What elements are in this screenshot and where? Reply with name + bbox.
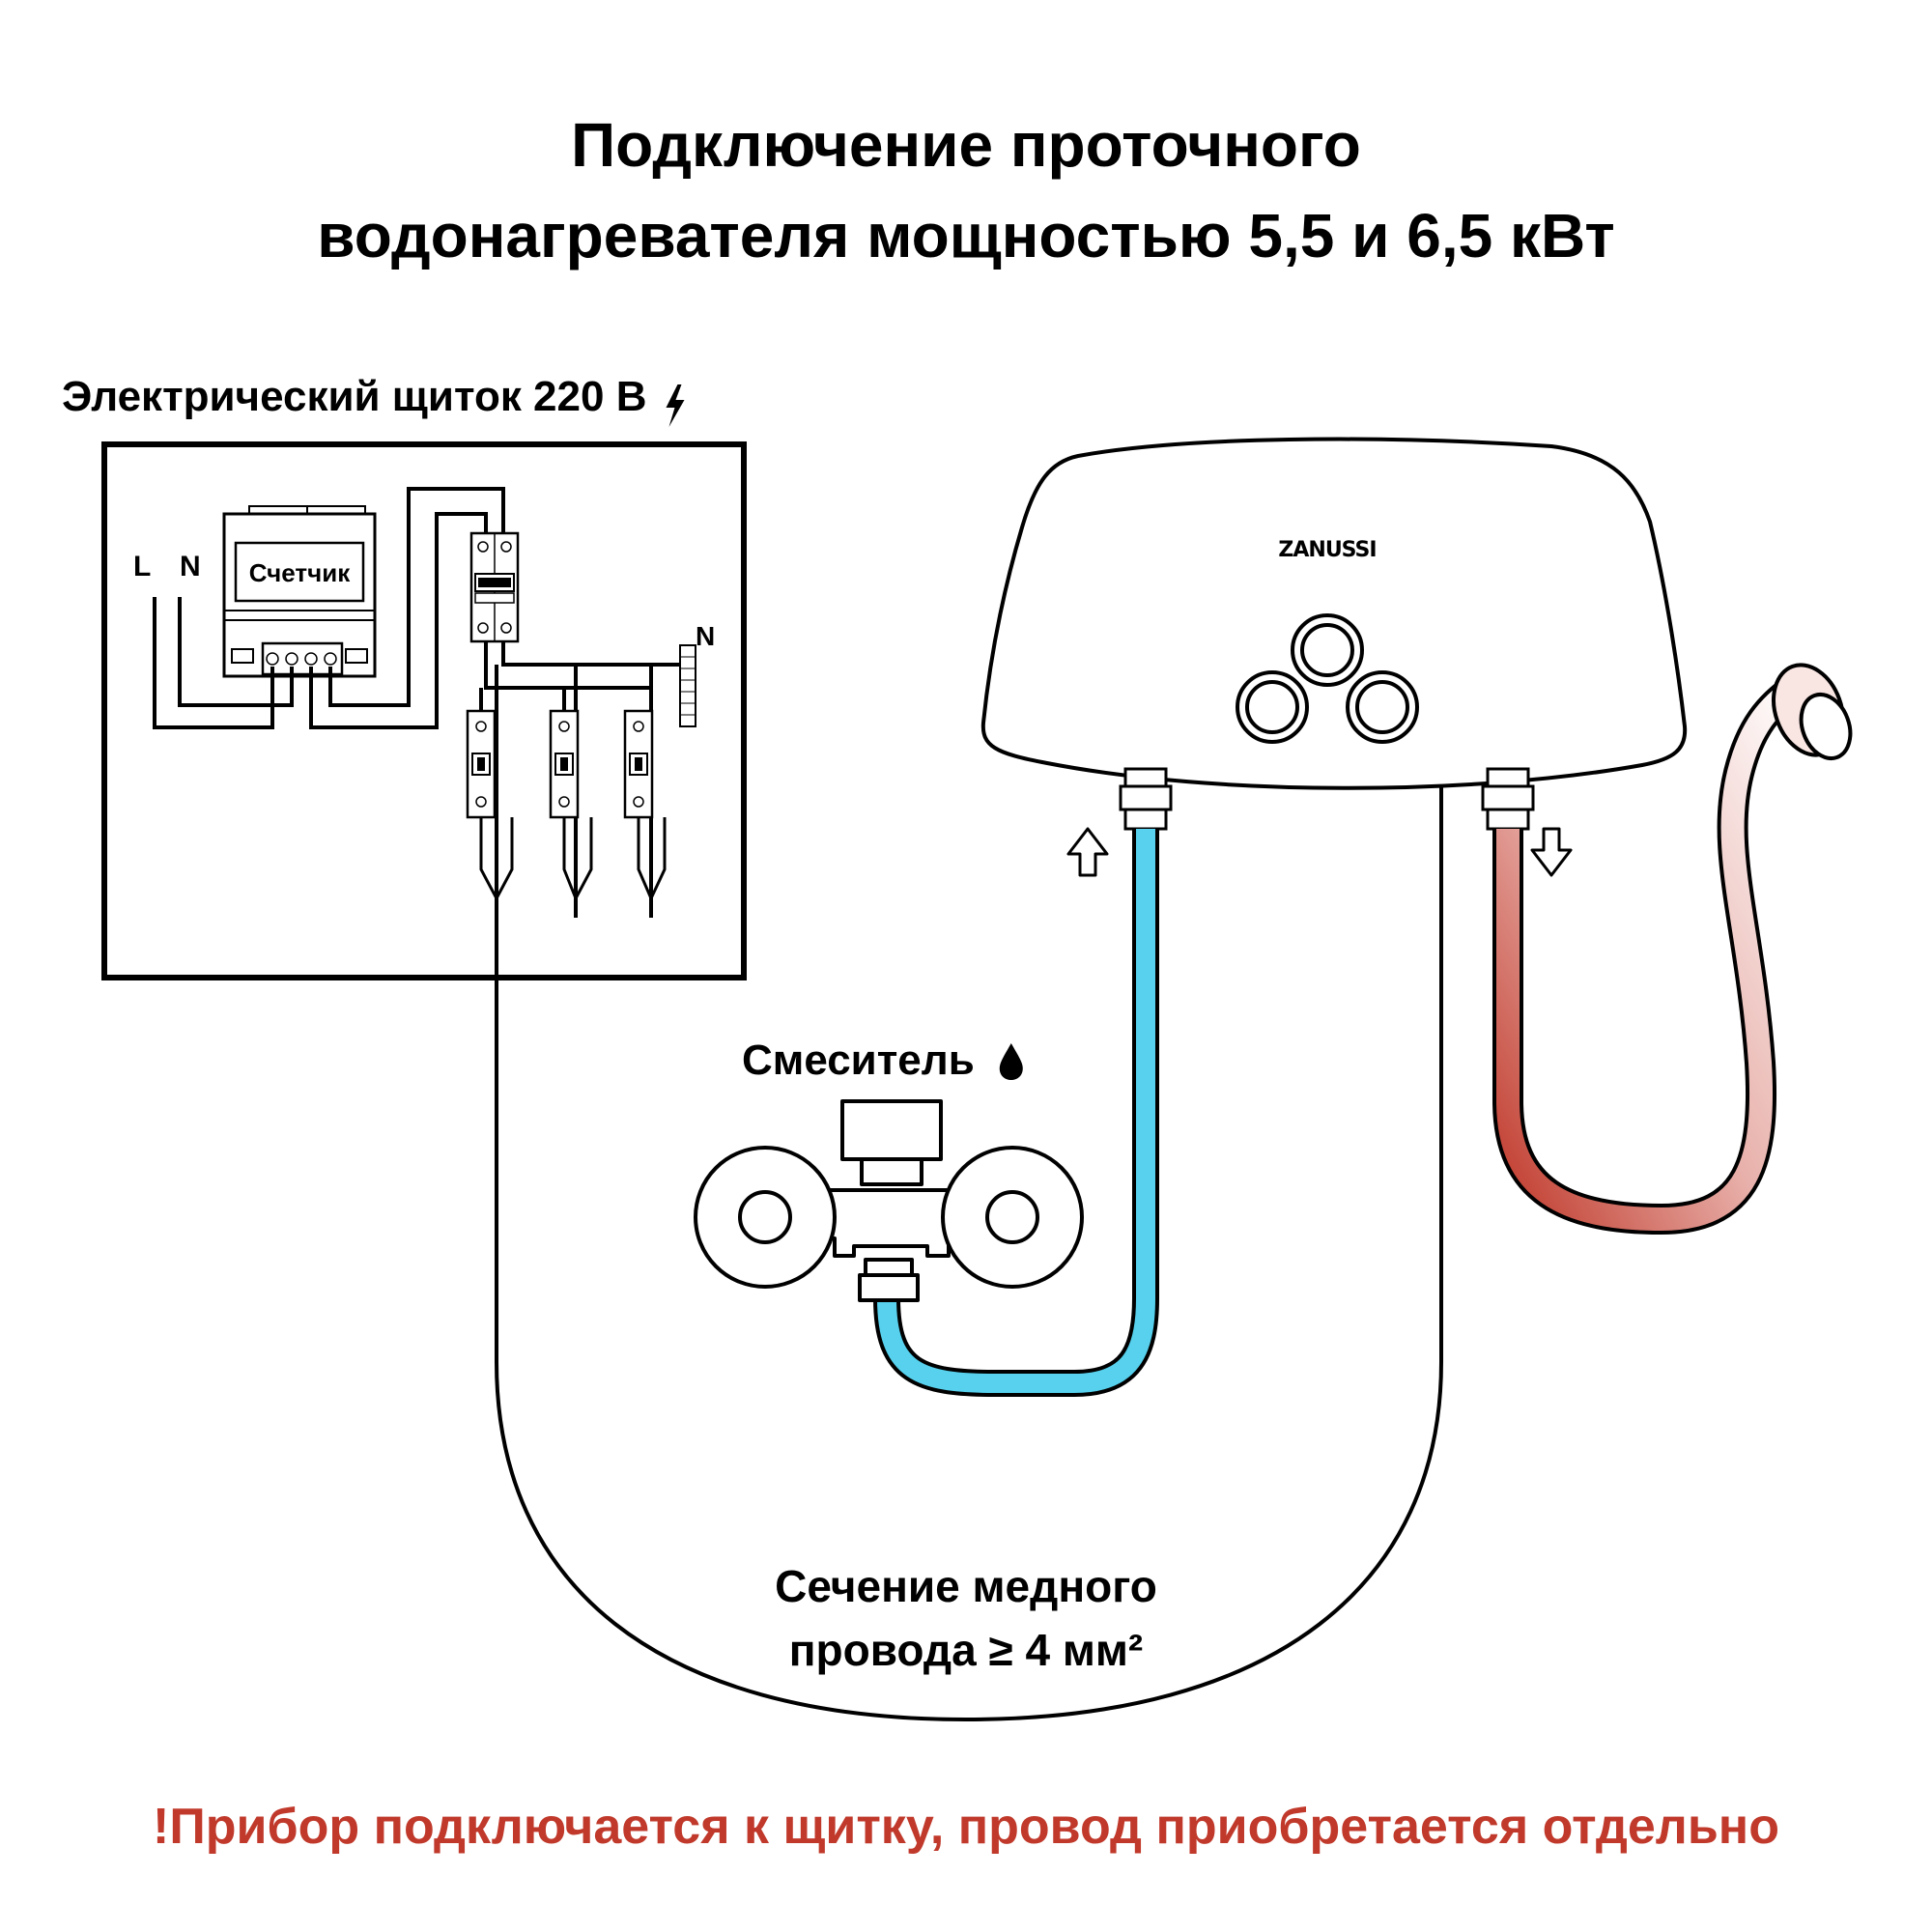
title-line-1: Подключение проточного: [571, 110, 1361, 180]
breaker-3: [623, 709, 654, 819]
heater-control-knobs: [1236, 613, 1419, 744]
shower-head-icon: [1772, 663, 1853, 760]
meter-label: Счетчик: [249, 558, 351, 587]
breaker-1: [466, 709, 497, 819]
neutral-label: N: [696, 621, 715, 651]
water-heater-body: [980, 437, 1688, 790]
input-label-l: L: [133, 551, 151, 582]
cable-section-line-2: провода ≥ 4 мм²: [789, 1625, 1143, 1675]
breaker-outputs: [479, 817, 667, 918]
mixer-spout-top: [840, 1099, 943, 1161]
electricity-meter: [222, 505, 377, 678]
hot-water-hose: [1492, 674, 1804, 1235]
lightning-icon: [666, 384, 685, 427]
neutral-bus-bar: [679, 644, 696, 727]
heater-cold-inlet-fitting: [1119, 767, 1173, 831]
cold-inflow-arrow-icon: [1066, 827, 1109, 877]
input-label-n: N: [180, 551, 201, 582]
water-drop-icon: [999, 1043, 1023, 1080]
mixer-label: Смеситель: [742, 1037, 975, 1084]
title-line-2: водонагревателя мощностью 5,5 и 6,5 кВт: [317, 201, 1614, 270]
warning-text: !Прибор подключается к щитку, провод при…: [153, 1799, 1779, 1855]
power-cable: [495, 787, 1443, 1722]
cold-water-hose: [873, 829, 1159, 1397]
hot-outflow-arrow-icon: [1530, 827, 1573, 877]
breaker-2: [549, 709, 580, 819]
cable-section-line-1: Сечение медного: [775, 1561, 1157, 1611]
panel-label: Электрический щиток 220 В: [62, 373, 646, 420]
heater-brand-logo: ZANUSSI: [1278, 538, 1376, 562]
mixer-faucet: [694, 1099, 1084, 1302]
main-double-breaker: [469, 531, 520, 643]
heater-hot-outlet-fitting: [1481, 767, 1535, 831]
